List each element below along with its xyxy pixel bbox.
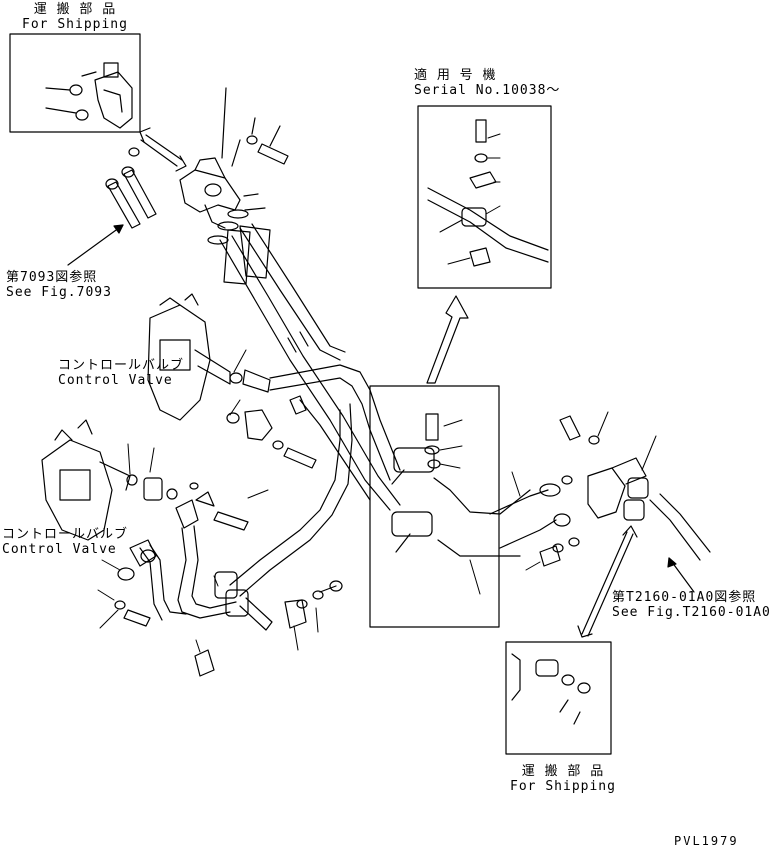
double-arrow-bottom-right (577, 525, 638, 638)
upper-clamp-and-bolt (226, 395, 371, 501)
lower-control-valve (41, 419, 249, 541)
inset-serial (417, 105, 552, 289)
inset-shipping-bottom (505, 641, 612, 755)
right-fittings-and-bracket (489, 415, 711, 567)
hollow-arrow-to-serial (426, 295, 469, 384)
control-valve-upper-en: Control Valve (58, 373, 173, 388)
serial-en: Serial No.10038～ (414, 83, 561, 98)
upper-control-valve (147, 293, 401, 481)
shipping-top-ja: 運 搬 部 品 (33, 2, 117, 17)
shipping-top-en: For Shipping (22, 17, 128, 32)
ref-t2160-en: See Fig.T2160-01A0 (612, 605, 771, 620)
ref-7093-en: See Fig.7093 (6, 285, 112, 300)
shipping-top-parts (45, 62, 133, 129)
serial-ja: 適 用 号 機 (414, 68, 497, 83)
control-valve-lower-ja: コントロールバルブ (2, 527, 129, 542)
shipping-bottom-label: 運 搬 部 品 For Shipping (498, 764, 628, 794)
serial-label: 適 用 号 機 Serial No.10038～ (414, 68, 560, 98)
ref-7093-ja: 第7093図参照 (6, 270, 98, 285)
double-arrow-top (139, 127, 187, 172)
ref-t2160-ja: 第T2160-01A0図参照 (612, 590, 757, 605)
leader-lines (97, 133, 657, 653)
lower-small-parts (114, 539, 343, 677)
center-inset-parts (391, 413, 531, 557)
shipping-bottom-en: For Shipping (510, 779, 616, 794)
serial-inset-parts (427, 119, 549, 267)
arrow-ref-t2160 (667, 557, 695, 593)
left-tube-fittings (105, 147, 157, 229)
control-valve-lower-en: Control Valve (2, 542, 117, 557)
shipping-bottom-parts (511, 653, 591, 725)
ref-t2160-label: 第T2160-01A0図参照 See Fig.T2160-01A0 (612, 590, 771, 620)
lower-hoses (139, 403, 353, 631)
control-valve-upper-ja: コントロールバルブ (58, 358, 185, 373)
ref-7093-label: 第7093図参照 See Fig.7093 (6, 270, 112, 300)
control-valve-upper-label: コントロールバルブ Control Valve (58, 358, 184, 388)
shipping-bottom-ja: 運 搬 部 品 (521, 764, 605, 779)
main-hose-lines (219, 223, 401, 511)
control-valve-lower-label: コントロールバルブ Control Valve (2, 527, 128, 557)
shipping-top-label: 運 搬 部 品 For Shipping (10, 2, 140, 32)
inset-shipping-top (9, 33, 141, 133)
top-clamp-assembly (179, 87, 289, 245)
arrow-ref-7093 (67, 224, 124, 266)
inset-center-detail (369, 385, 500, 628)
drawing-code: PVL1979 (674, 834, 739, 848)
